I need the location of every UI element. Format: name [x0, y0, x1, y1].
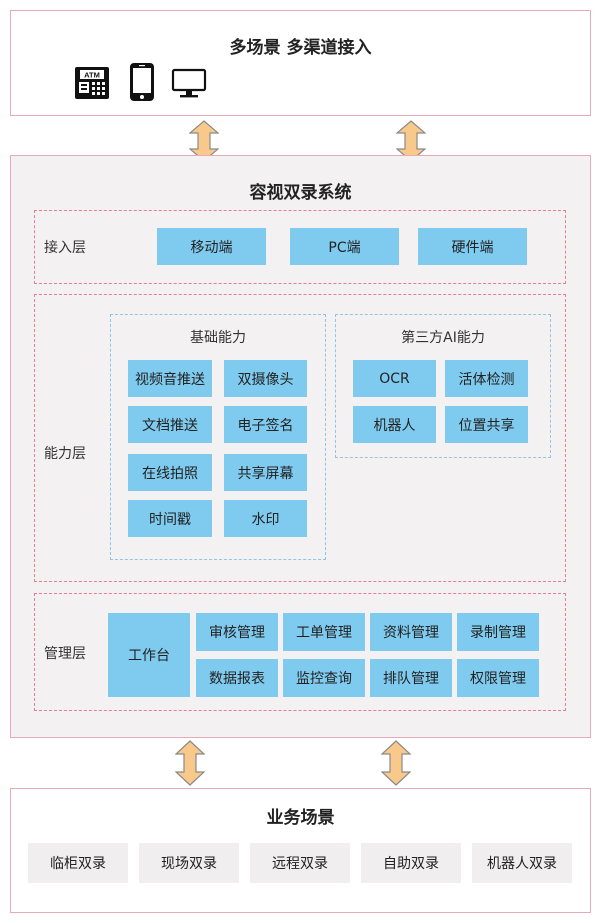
- management-layer-label: 管理层: [44, 646, 86, 662]
- management-item: 资料管理: [370, 613, 452, 651]
- basic-capability-group: 基础能力: [110, 314, 326, 560]
- business-scenario-title: 业务场景: [266, 808, 335, 828]
- capability-layer-label: 能力层: [44, 446, 86, 462]
- ai-item: 位置共享: [445, 406, 528, 443]
- basic-item: 视频音推送: [128, 360, 212, 397]
- basic-capability-title: 基础能力: [190, 330, 246, 346]
- business-item: 机器人双录: [472, 843, 572, 883]
- ai-item: 活体检测: [445, 360, 528, 397]
- third-party-ai-group: 第三方AI能力: [335, 314, 551, 458]
- ai-item: 机器人: [353, 406, 436, 443]
- ai-item: OCR: [353, 360, 436, 397]
- business-item: 远程双录: [250, 843, 350, 883]
- business-item: 自助双录: [361, 843, 461, 883]
- management-item: 审核管理: [196, 613, 278, 651]
- management-item: 录制管理: [457, 613, 539, 651]
- access-layer: [34, 210, 566, 284]
- management-item: 数据报表: [196, 659, 278, 697]
- atm-icon: ATM: [74, 66, 110, 100]
- management-layer: [34, 593, 566, 711]
- access-item-mobile: 移动端: [157, 228, 266, 265]
- capability-layer: [34, 294, 566, 582]
- basic-item: 文档推送: [128, 406, 212, 443]
- access-item-hardware: 硬件端: [418, 228, 527, 265]
- desktop-monitor-icon: [171, 68, 207, 100]
- basic-item: 双摄像头: [224, 360, 307, 397]
- basic-item: 电子签名: [224, 406, 307, 443]
- management-item: 监控查询: [283, 659, 365, 697]
- access-layer-label: 接入层: [44, 240, 86, 256]
- business-item: 现场双录: [139, 843, 239, 883]
- double-arrow-icon: [380, 740, 412, 786]
- atm-icon-label: ATM: [84, 71, 100, 80]
- management-item: 权限管理: [457, 659, 539, 697]
- system-title: 容视双录系统: [249, 183, 352, 203]
- business-item: 临柜双录: [28, 843, 128, 883]
- basic-item: 共享屏幕: [224, 454, 307, 491]
- workbench-box: 工作台: [108, 613, 190, 697]
- management-item: 工单管理: [283, 613, 365, 651]
- double-arrow-icon: [174, 740, 206, 786]
- management-item: 排队管理: [370, 659, 452, 697]
- channel-access-title: 多场景 多渠道接入: [229, 38, 372, 58]
- mobile-phone-icon: [128, 62, 156, 102]
- basic-item: 在线拍照: [128, 454, 212, 491]
- basic-item: 时间戳: [128, 500, 212, 537]
- third-party-ai-title: 第三方AI能力: [401, 330, 485, 346]
- access-item-pc: PC端: [290, 228, 399, 265]
- channel-access-panel: 多场景 多渠道接入 ATM: [10, 10, 591, 116]
- basic-item: 水印: [224, 500, 307, 537]
